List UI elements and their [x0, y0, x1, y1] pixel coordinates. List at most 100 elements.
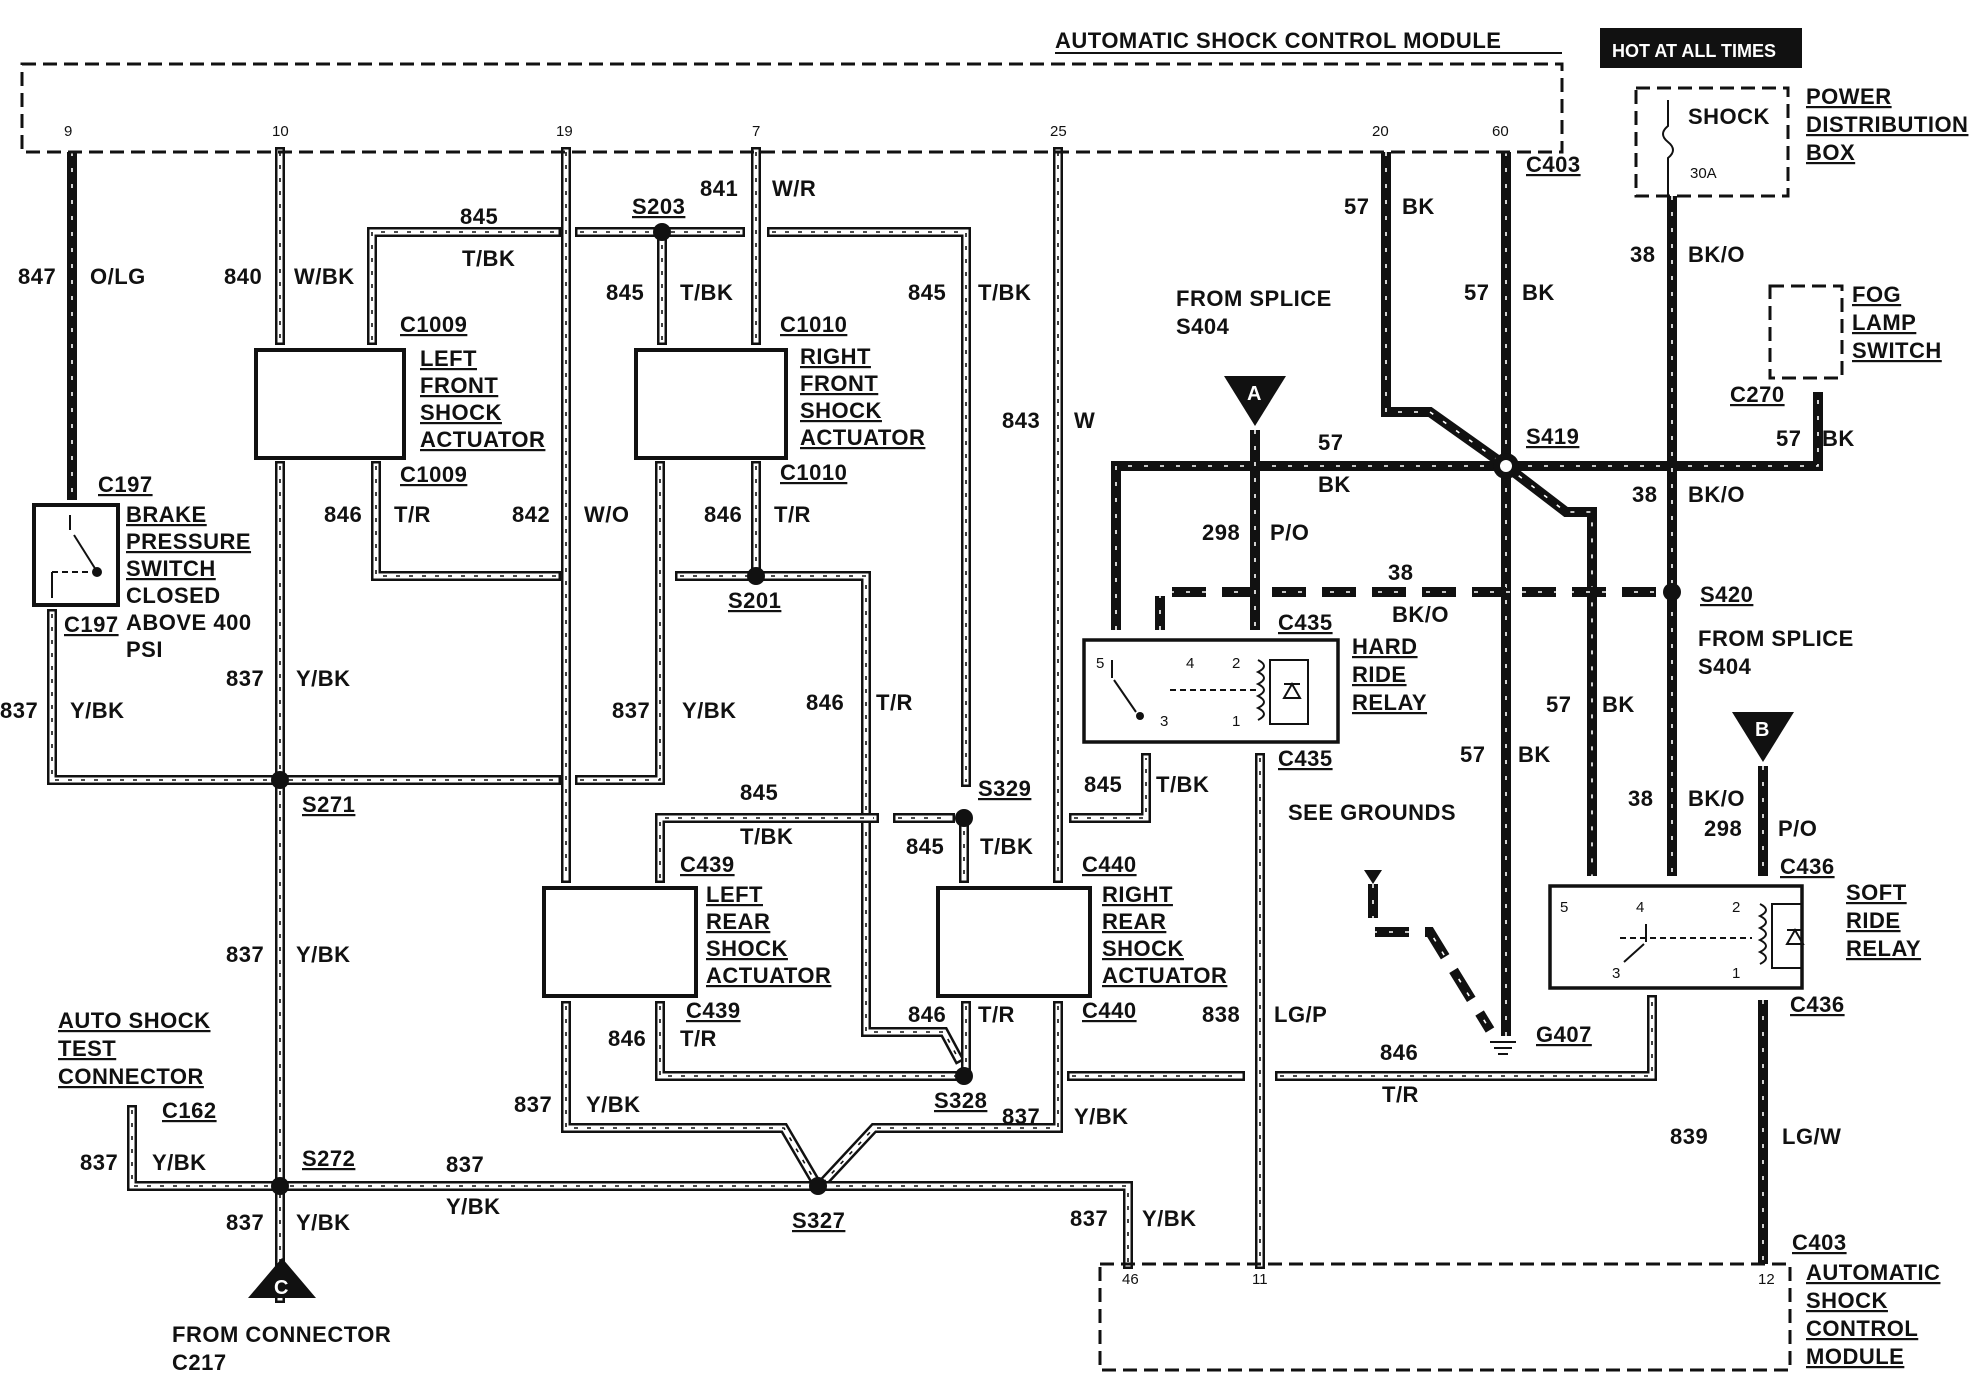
module-pin-11: 11: [1252, 1271, 1268, 1288]
module-top-title: AUTOMATIC SHOCK CONTROL MODULE: [1055, 28, 1501, 53]
splice-dot-s419: [1493, 453, 1519, 479]
connector-c-label-2: C217: [172, 1350, 227, 1375]
from-splice-right-1: FROM SPLICE: [1698, 626, 1854, 651]
brake-switch-blade: [73, 534, 97, 571]
splice-s419: S419: [1526, 424, 1579, 449]
w840-circuit: 840: [224, 264, 262, 289]
splice-dot-s420: [1663, 583, 1681, 601]
left-front-shock-actuator: C1009 C1009 LEFT FRONT SHOCK ACTUATOR: [254, 312, 545, 487]
w837a-color: Y/BK: [296, 666, 351, 691]
splice-dot-s203: [653, 223, 671, 241]
wire-845-top2: [767, 227, 971, 787]
w837a-circuit: 837: [226, 666, 264, 691]
w837i-circuit: 837: [226, 1210, 264, 1235]
w837b-color: Y/BK: [70, 698, 125, 723]
wire-57-20: [1381, 152, 1509, 471]
w842-circuit: 842: [512, 502, 550, 527]
lf-actuator-label-4: ACTUATOR: [420, 427, 545, 452]
w38a-color: BK/O: [1688, 242, 1745, 267]
w845b-color: T/BK: [680, 280, 733, 305]
w846a-circuit: 846: [324, 502, 362, 527]
w841-circuit: 841: [700, 176, 738, 201]
module-bottom-label-2: SHOCK: [1806, 1288, 1888, 1313]
test-connector-label-1: AUTO SHOCK: [58, 1008, 211, 1033]
w298a-circuit: 298: [1202, 520, 1240, 545]
w38c-color: BK/O: [1392, 602, 1449, 627]
hard-relay-label-3: RELAY: [1352, 690, 1427, 715]
hard-ride-relay: 5 4 2 3 1 C435 C435 HARD RIDE RELAY: [1082, 610, 1427, 771]
splice-dot-s201: [747, 567, 765, 585]
right-rear-shock-actuator: C440 C440 RIGHT REAR SHOCK ACTUATOR: [936, 852, 1227, 1023]
splice-s328: S328: [934, 1088, 987, 1113]
w846b-color: T/R: [774, 502, 811, 527]
wire-38-h: [1155, 587, 1672, 630]
w845a-color: T/BK: [462, 246, 515, 271]
w837j-circuit: 837: [1070, 1206, 1108, 1231]
soft-ride-relay: 5 4 2 3 1 C436 C436 SOFT RIDE RELAY: [1548, 854, 1921, 1017]
connector-c439-top: C439: [680, 852, 735, 877]
soft-relay-blade: [1623, 943, 1645, 963]
soft-relay-diode-frame: [1771, 903, 1803, 969]
w837d-color: Y/BK: [296, 942, 351, 967]
w846c-color: T/R: [876, 690, 913, 715]
splice-dot-s329: [955, 809, 973, 827]
wire-837-lr: [561, 1001, 825, 1193]
w846d-circuit: 846: [608, 1026, 646, 1051]
hard-relay-pin-2: 2: [1232, 655, 1240, 672]
fuse-icon: [1662, 100, 1674, 196]
right-front-shock-actuator: C1010 C1010 RIGHT FRONT SHOCK ACTUATOR: [634, 312, 925, 485]
wire-846-lf: [371, 461, 561, 581]
wire-845-to-relay: [1069, 753, 1151, 823]
wire-ground-see: [1368, 884, 1495, 1033]
w845f-color: T/BK: [980, 834, 1033, 859]
soft-relay-pin-4: 4: [1636, 899, 1644, 916]
w57d-color: BK: [1822, 426, 1855, 451]
rr-actuator-label-3: SHOCK: [1102, 936, 1184, 961]
w837d-circuit: 837: [226, 942, 264, 967]
wire-845-lf: [367, 227, 561, 345]
brake-switch-box: [32, 503, 120, 607]
connector-c197-bottom: C197: [64, 612, 119, 637]
from-splice-right-2: S404: [1698, 654, 1752, 679]
splice-dots: [271, 223, 1681, 1195]
hard-relay-coil-icon: [1255, 659, 1265, 721]
rf-actuator-label-4: ACTUATOR: [800, 425, 925, 450]
connector-c-label-1: FROM CONNECTOR: [172, 1322, 391, 1347]
hot-badge-text: HOT AT ALL TIMES: [1612, 41, 1776, 61]
w846d-color: T/R: [680, 1026, 717, 1051]
w57c-circuit: 57: [1318, 430, 1343, 455]
connector-c436-top: C436: [1780, 854, 1835, 879]
module-bottom-label-4: MODULE: [1806, 1344, 1904, 1369]
module-top-outline: [20, 62, 1564, 154]
connector-c403-bottom: C403: [1792, 1230, 1847, 1255]
w845c-color: T/BK: [978, 280, 1031, 305]
soft-relay-pin-5: 5: [1560, 899, 1568, 916]
splice-s271: S271: [302, 792, 355, 817]
fog-switch-label-2: LAMP: [1852, 310, 1916, 335]
brake-switch-note-2: ABOVE 400: [126, 610, 252, 635]
w846c-circuit: 846: [806, 690, 844, 715]
splice-s272: S272: [302, 1146, 355, 1171]
w38d-circuit: 38: [1628, 786, 1653, 811]
w845f-circuit: 845: [906, 834, 944, 859]
w837h-circuit: 837: [446, 1152, 484, 1177]
w38b-color: BK/O: [1688, 482, 1745, 507]
w38a-circuit: 38: [1630, 242, 1655, 267]
connector-c440-bottom: C440: [1082, 998, 1137, 1023]
module-pin-60: 60: [1492, 123, 1509, 140]
splice-b-symbol: B: [1732, 712, 1794, 762]
lr-actuator-label-3: SHOCK: [706, 936, 788, 961]
connector-c436-bottom: C436: [1790, 992, 1845, 1017]
w837i-color: Y/BK: [296, 1210, 351, 1235]
soft-relay-label-2: RIDE: [1846, 908, 1901, 933]
power-box-label-1: POWER: [1806, 84, 1892, 109]
connector-c435-top: C435: [1278, 610, 1333, 635]
connector-c440-top: C440: [1082, 852, 1137, 877]
w837c-color: Y/BK: [682, 698, 737, 723]
connector-c270: C270: [1730, 382, 1785, 407]
see-grounds-arrow-icon: [1364, 870, 1382, 884]
w846a-color: T/R: [394, 502, 431, 527]
w847-circuit: 847: [18, 264, 56, 289]
brake-pressure-switch: C197 BRAKE PRESSURE SWITCH CLOSED ABOVE …: [32, 472, 252, 662]
connector-c1010-bottom: C1010: [780, 460, 847, 485]
